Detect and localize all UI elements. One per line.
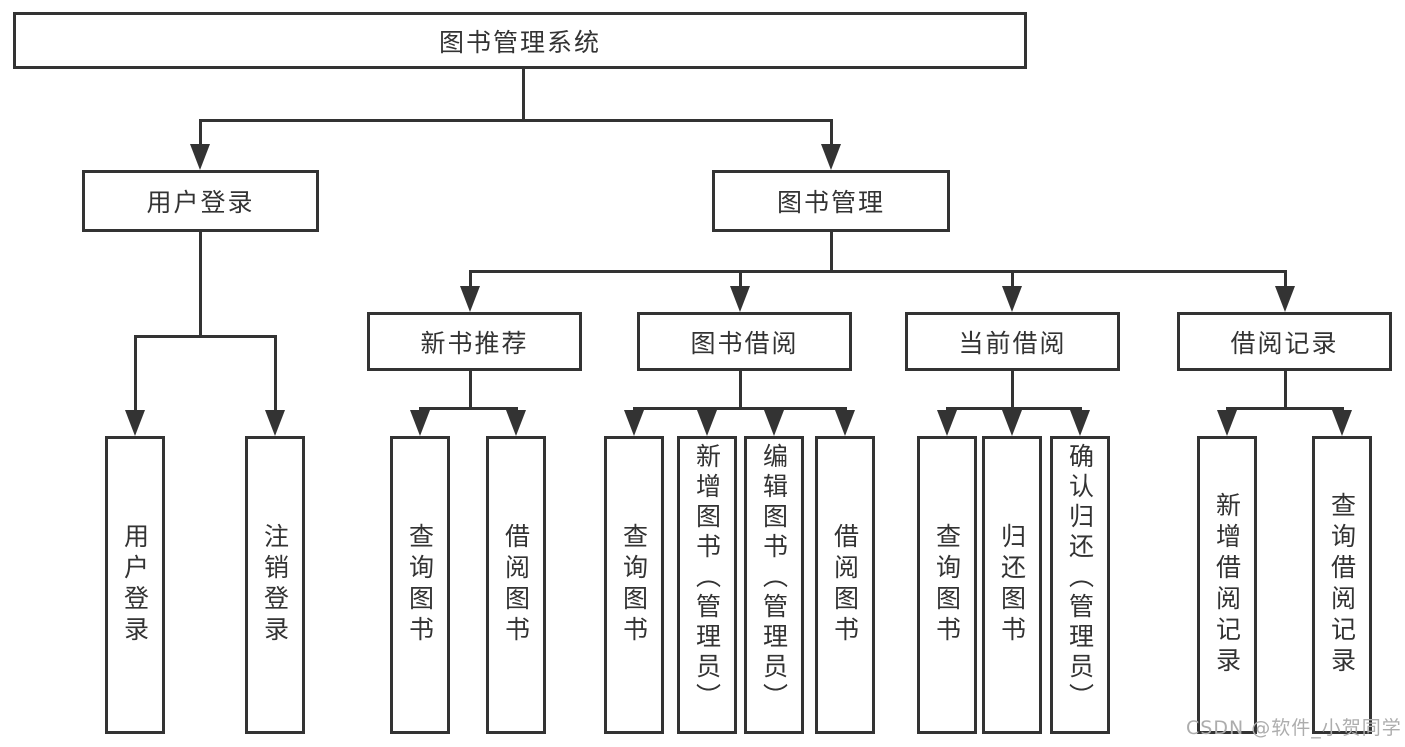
leaf-query-books-current: 查询图书 (917, 436, 977, 734)
arrow-stem (1010, 270, 1014, 288)
connector-line (1010, 371, 1014, 410)
node-label: 新增借阅记录 (1212, 492, 1242, 678)
node-label: 借阅图书 (830, 523, 860, 647)
leaf-query-books-recommend: 查询图书 (390, 436, 450, 734)
node-label: 确认归还（管理员） (1065, 443, 1095, 713)
node-label: 查询图书 (932, 523, 962, 647)
node-label: 查询图书 (619, 523, 649, 647)
arrow-down-icon (1070, 410, 1090, 436)
node-label: 新书推荐 (420, 328, 529, 358)
node-label: 图书借阅 (690, 328, 799, 358)
node-borrowing-records: 借阅记录 (1177, 312, 1392, 371)
leaf-logout-login: 注销登录 (245, 436, 305, 734)
arrow-stem (273, 335, 277, 412)
node-label: 查询借阅记录 (1327, 492, 1357, 678)
node-label: 查询图书 (405, 523, 435, 647)
arrow-down-icon (1275, 286, 1295, 312)
node-label: 编辑图书（管理员） (759, 443, 789, 713)
leaf-edit-books-admin: 编辑图书（管理员） (744, 436, 804, 734)
connector-line (468, 371, 472, 410)
leaf-return-books: 归还图书 (982, 436, 1042, 734)
connector-line (945, 407, 1082, 410)
arrow-down-icon (410, 410, 430, 436)
arrow-down-icon (1217, 410, 1237, 436)
connector-line (198, 232, 202, 338)
node-label: 借阅图书 (501, 523, 531, 647)
arrow-stem (1283, 270, 1287, 288)
node-library-system: 图书管理系统 (13, 12, 1027, 69)
node-label: 图书管理 (776, 188, 885, 217)
connector-line (829, 232, 833, 273)
arrow-down-icon (190, 144, 210, 170)
connector-line (198, 119, 833, 122)
connector-line (738, 371, 742, 410)
connector-line (418, 407, 518, 410)
leaf-borrow-books-borrowing: 借阅图书 (815, 436, 875, 734)
connector-line (1225, 407, 1344, 410)
arrow-down-icon (697, 410, 717, 436)
connector-line (468, 270, 1287, 273)
leaf-confirm-return-admin: 确认归还（管理员） (1050, 436, 1110, 734)
arrow-down-icon (1002, 286, 1022, 312)
arrow-down-icon (937, 410, 957, 436)
leaf-add-books-admin: 新增图书（管理员） (677, 436, 737, 734)
arrow-down-icon (730, 286, 750, 312)
leaf-borrow-books-recommend: 借阅图书 (486, 436, 546, 734)
connector-line (133, 335, 277, 338)
node-label: 注销登录 (260, 523, 290, 647)
arrow-down-icon (1002, 410, 1022, 436)
node-current-borrowing: 当前借阅 (905, 312, 1120, 371)
arrow-stem (133, 335, 137, 412)
arrow-down-icon (460, 286, 480, 312)
node-label: 图书管理系统 (438, 27, 601, 57)
node-label: 归还图书 (997, 523, 1027, 647)
connector-line (632, 407, 847, 410)
leaf-query-books-borrowing: 查询图书 (604, 436, 664, 734)
leaf-user-login: 用户登录 (105, 436, 165, 734)
node-label: 当前借阅 (958, 328, 1067, 358)
connector-line (1283, 371, 1287, 410)
arrow-stem (829, 119, 833, 146)
arrow-down-icon (1332, 410, 1352, 436)
arrow-stem (738, 270, 742, 288)
watermark-text: CSDN @软件_小贺同学 (1186, 717, 1402, 739)
arrow-down-icon (125, 410, 145, 436)
connector-line (521, 69, 525, 122)
arrow-down-icon (506, 410, 526, 436)
arrow-down-icon (821, 144, 841, 170)
node-book-management: 图书管理 (712, 170, 950, 232)
arrow-down-icon (265, 410, 285, 436)
node-label: 用户登录 (120, 523, 150, 647)
arrow-stem (468, 270, 472, 288)
node-label: 新增图书（管理员） (692, 443, 722, 713)
node-new-book-recommendation: 新书推荐 (367, 312, 582, 371)
arrow-down-icon (764, 410, 784, 436)
node-label: 借阅记录 (1230, 328, 1339, 358)
leaf-query-borrow-record: 查询借阅记录 (1312, 436, 1372, 734)
node-label: 用户登录 (146, 188, 255, 217)
leaf-add-borrow-record: 新增借阅记录 (1197, 436, 1257, 734)
arrow-stem (198, 119, 202, 146)
arrow-down-icon (624, 410, 644, 436)
node-book-borrowing: 图书借阅 (637, 312, 852, 371)
arrow-down-icon (835, 410, 855, 436)
node-user-login: 用户登录 (82, 170, 319, 232)
